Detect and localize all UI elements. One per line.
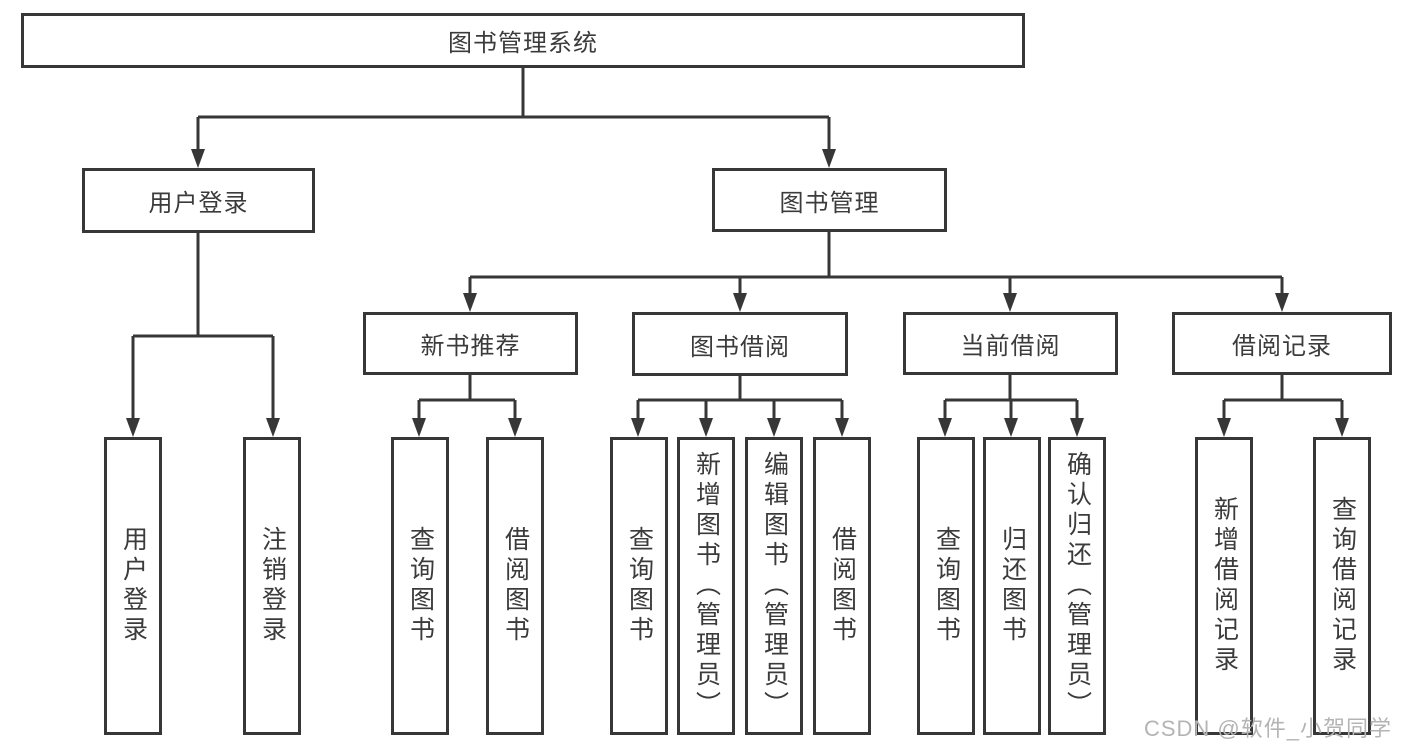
node-label: 借阅图书 (828, 526, 857, 646)
node-label: 查询图书 (932, 526, 961, 646)
node-label: 注销登录 (258, 526, 287, 646)
node-borrow-books-borrowing: 借阅图书 (813, 437, 871, 735)
node-label: 编辑图书（管理员） (760, 451, 789, 721)
node-label: 查询图书 (625, 526, 654, 646)
node-label: 借阅图书 (501, 526, 530, 646)
node-book-borrowing: 图书借阅 (632, 312, 848, 376)
node-edit-book-admin: 编辑图书（管理员） (745, 437, 803, 735)
node-current-borrowing: 当前借阅 (903, 312, 1118, 375)
node-confirm-return-admin: 确认归还（管理员） (1048, 437, 1106, 735)
node-return-book: 归还图书 (983, 437, 1041, 735)
node-query-books-recommend: 查询图书 (391, 437, 449, 735)
node-user-login-leaf: 用户登录 (104, 437, 162, 735)
node-query-books-borrowing: 查询图书 (610, 437, 668, 735)
node-add-book-admin: 新增图书（管理员） (677, 437, 735, 735)
node-add-borrow-record: 新增借阅记录 (1195, 437, 1253, 735)
csdn-watermark: CSDN @软件_小贺同学 (1143, 716, 1392, 741)
node-logout: 注销登录 (243, 437, 301, 735)
node-label: 查询图书 (406, 526, 435, 646)
node-query-books-current: 查询图书 (917, 437, 975, 735)
node-borrow-books-recommend: 借阅图书 (486, 437, 544, 735)
node-label: 新书推荐 (420, 333, 521, 360)
node-label: 用户登录 (119, 526, 148, 646)
node-new-book-recommend: 新书推荐 (363, 312, 578, 375)
node-label: 图书借阅 (690, 333, 790, 361)
node-label: 归还图书 (998, 526, 1027, 646)
node-label: 确认归还（管理员） (1063, 451, 1092, 721)
node-label: 新增图书（管理员） (692, 451, 721, 721)
node-label: 图书管理 (779, 189, 880, 217)
node-borrowing-records: 借阅记录 (1172, 312, 1392, 375)
node-label: 查询借阅记录 (1328, 496, 1357, 676)
node-label: 图书管理系统 (448, 30, 598, 57)
node-label: 新增借阅记录 (1210, 496, 1239, 676)
node-user-login: 用户登录 (82, 168, 315, 233)
node-query-borrow-record: 查询借阅记录 (1313, 437, 1371, 735)
node-library-system: 图书管理系统 (21, 13, 1025, 68)
node-label: 当前借阅 (960, 333, 1061, 360)
node-label: 借阅记录 (1232, 333, 1332, 360)
node-label: 用户登录 (148, 190, 249, 217)
node-book-management: 图书管理 (712, 168, 947, 232)
